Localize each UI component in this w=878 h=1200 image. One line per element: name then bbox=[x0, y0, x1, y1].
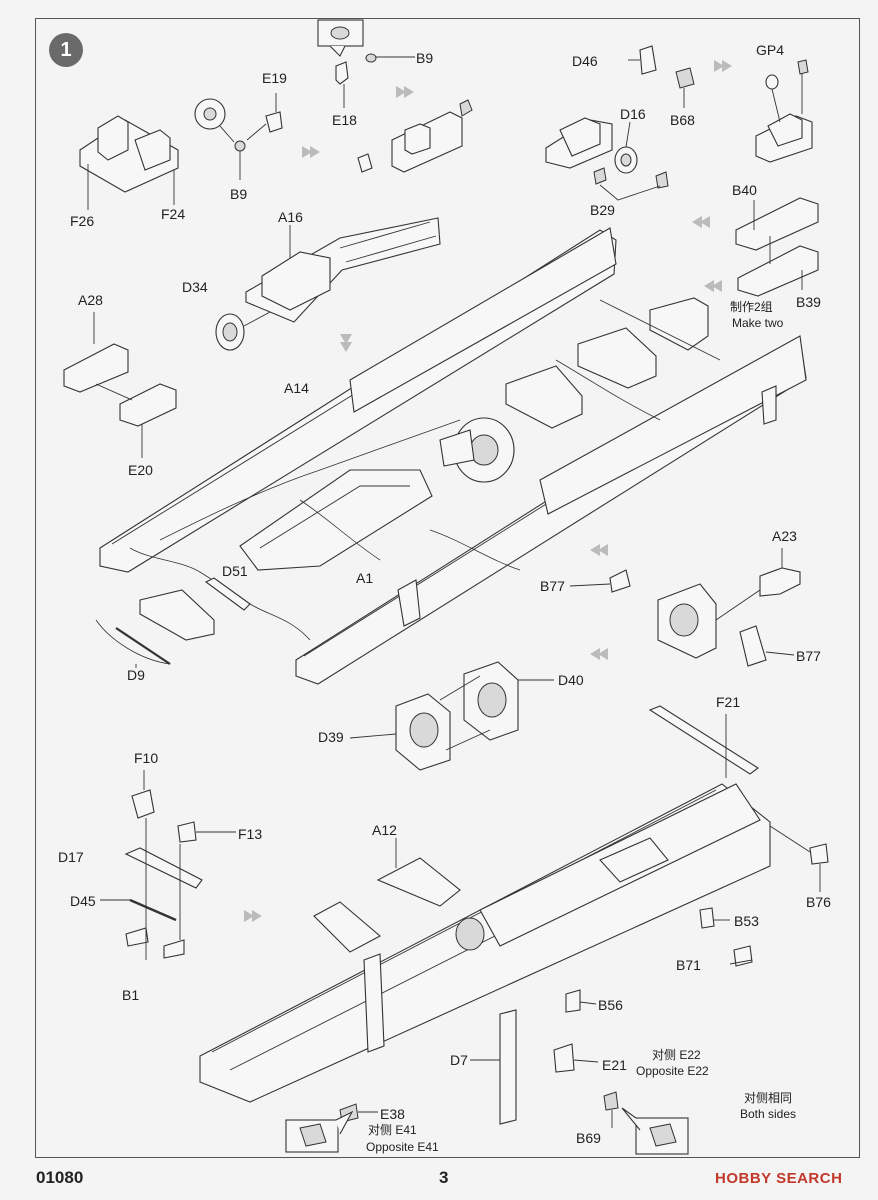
part-lower-small-parts bbox=[124, 789, 829, 1123]
label-a23: A23 bbox=[772, 528, 797, 544]
note-opposite-e41-en: Opposite E41 bbox=[366, 1140, 439, 1154]
page-border bbox=[35, 18, 860, 1158]
label-e19: E19 bbox=[262, 70, 287, 86]
label-b77-top: B77 bbox=[540, 578, 565, 594]
note-opposite-e41-cn: 对侧 E41 bbox=[368, 1123, 417, 1137]
part-d39-d40 bbox=[349, 661, 554, 771]
e41-callout-box bbox=[285, 1110, 354, 1153]
label-f21: F21 bbox=[716, 694, 741, 710]
label-d9: D9 bbox=[127, 667, 145, 683]
label-f24: F24 bbox=[161, 206, 186, 222]
label-b71: B71 bbox=[676, 957, 701, 973]
part-a28-e20 bbox=[63, 312, 177, 458]
product-code: 01080 bbox=[36, 1168, 84, 1187]
watermark-text: HOBBY SEARCH bbox=[715, 1170, 843, 1187]
label-b9-top: B9 bbox=[416, 50, 434, 66]
label-a28: A28 bbox=[78, 292, 103, 308]
label-b56: B56 bbox=[598, 997, 623, 1013]
label-d46: D46 bbox=[572, 53, 598, 69]
part-d46-d16-group bbox=[545, 45, 695, 201]
part-bracket-center-top bbox=[357, 99, 473, 173]
label-d34: D34 bbox=[182, 279, 208, 295]
label-b69: B69 bbox=[576, 1130, 601, 1146]
label-b53: B53 bbox=[734, 913, 759, 929]
part-e18 bbox=[335, 53, 415, 108]
label-b77-bottom: B77 bbox=[796, 648, 821, 664]
label-e21: E21 bbox=[602, 1057, 627, 1073]
label-d39: D39 bbox=[318, 729, 344, 745]
label-f13: F13 bbox=[238, 826, 263, 842]
label-d16: D16 bbox=[620, 106, 646, 122]
note-make-two-en: Make two bbox=[732, 316, 784, 330]
label-a14: A14 bbox=[284, 380, 309, 396]
part-cross-members-upper bbox=[505, 297, 709, 429]
label-a12: A12 bbox=[372, 822, 397, 838]
label-b40: B40 bbox=[732, 182, 757, 198]
assembly-direction-arrows bbox=[244, 60, 732, 922]
note-opposite-e22-cn: 对侧 E22 bbox=[652, 1048, 701, 1062]
label-d17: D17 bbox=[58, 849, 84, 865]
label-d7: D7 bbox=[450, 1052, 468, 1068]
label-f10: F10 bbox=[134, 750, 159, 766]
label-f26: F26 bbox=[70, 213, 95, 229]
label-b1: B1 bbox=[122, 987, 140, 1003]
part-f26-f24-bracket bbox=[79, 115, 179, 210]
label-b29: B29 bbox=[590, 202, 615, 218]
part-main-frame-upper bbox=[99, 227, 807, 685]
part-b40-b39 bbox=[735, 197, 819, 297]
step-number-badge: 1 bbox=[49, 33, 83, 67]
part-d51-d9 bbox=[115, 577, 251, 668]
label-d51: D51 bbox=[222, 563, 248, 579]
label-b68: B68 bbox=[670, 112, 695, 128]
label-gp4: GP4 bbox=[756, 42, 785, 58]
label-a16: A16 bbox=[278, 209, 303, 225]
label-a1: A1 bbox=[356, 570, 374, 586]
label-b39: B39 bbox=[796, 294, 821, 310]
label-b76: B76 bbox=[806, 894, 831, 910]
part-gp4-group bbox=[755, 59, 813, 163]
label-e18: E18 bbox=[332, 112, 357, 128]
note-both-sides-en: Both sides bbox=[740, 1107, 797, 1121]
label-d45: D45 bbox=[70, 893, 96, 909]
note-opposite-e22-en: Opposite E22 bbox=[636, 1064, 709, 1078]
assembly-guide-lines-lower bbox=[100, 714, 821, 1128]
b69-callout-box bbox=[621, 1107, 689, 1155]
label-d40: D40 bbox=[558, 672, 584, 688]
part-a16-block bbox=[215, 217, 441, 351]
part-a23-b77-gearbox bbox=[569, 548, 801, 667]
label-e38: E38 bbox=[380, 1106, 405, 1122]
b9-callout-box bbox=[317, 19, 364, 57]
page-number: 3 bbox=[439, 1168, 449, 1187]
label-e20: E20 bbox=[128, 462, 153, 478]
note-both-sides-cn: 对侧相同 bbox=[744, 1091, 793, 1105]
label-b9-left: B9 bbox=[230, 186, 248, 202]
part-lower-frame bbox=[199, 705, 771, 1125]
part-e19-b9-group bbox=[194, 93, 283, 180]
note-make-two-cn: 制作2组 bbox=[730, 300, 773, 314]
